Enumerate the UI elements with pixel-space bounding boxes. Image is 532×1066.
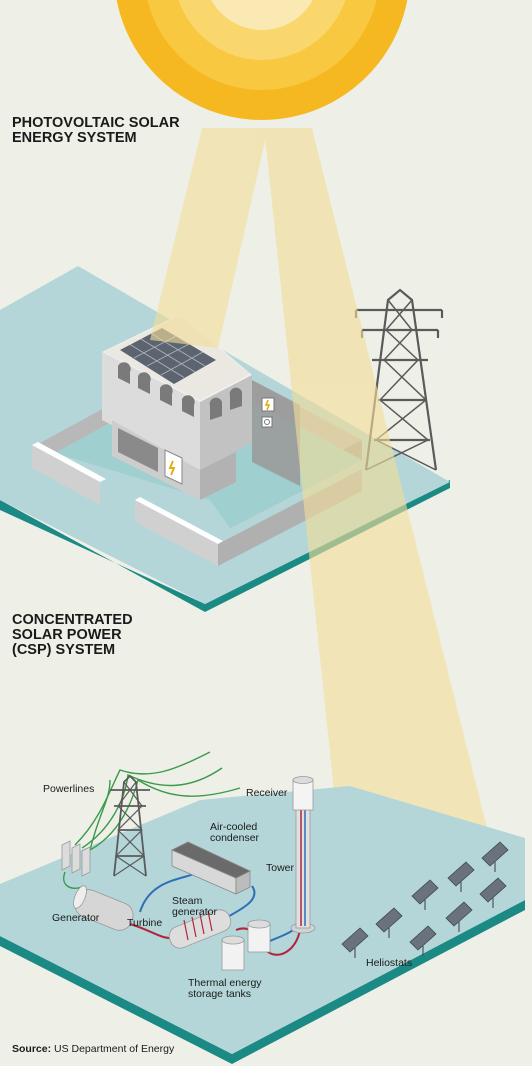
tower-label: Tower	[266, 862, 295, 874]
steam-generator-label-line-1: Steam	[172, 895, 203, 907]
thermal-storage-label-line-2: storage tanks	[188, 988, 252, 1000]
csp-title-line-1: CONCENTRATED	[12, 612, 133, 628]
turbine-label: Turbine	[127, 917, 163, 929]
electric-meter-icon	[168, 397, 275, 476]
source-text: US Department of Energy	[51, 1043, 175, 1055]
steam-generator-label-line-2: generator	[172, 906, 217, 918]
solar-tower	[290, 776, 316, 934]
transmission-tower-icon	[110, 774, 150, 877]
condenser	[171, 841, 251, 895]
condenser-label-line-2: condenser	[210, 832, 260, 844]
condenser-label: Air-cooled condenser	[210, 822, 259, 844]
heliostat-icon	[341, 841, 509, 958]
heliostats-label: Heliostats	[366, 957, 413, 969]
generator-turbine	[73, 885, 232, 949]
thermal-storage-label-line-1: Thermal energy	[188, 977, 262, 989]
sunbeams	[150, 128, 504, 942]
csp-title-line-3: (CSP) SYSTEM	[12, 642, 116, 658]
sun-icon	[116, 0, 408, 120]
thermal-storage-label: Thermal energy storage tanks	[188, 978, 262, 1000]
pv-title-line-1: PHOTOVOLTAIC SOLAR	[12, 115, 180, 131]
pv-system-title: PHOTOVOLTAIC SOLAR ENERGY SYSTEM	[12, 116, 180, 146]
condenser-label-line-1: Air-cooled	[210, 821, 258, 833]
pv-title-line-2: ENERGY SYSTEM	[12, 130, 137, 146]
storage-tanks	[221, 919, 271, 971]
substation	[61, 840, 91, 877]
generator-label: Generator	[52, 912, 100, 924]
steam-generator-label: Steam generator	[172, 896, 217, 918]
power-lines	[63, 751, 241, 889]
powerlines-label: Powerlines	[43, 783, 95, 795]
source-note: Source: US Department of Energy	[12, 1043, 174, 1055]
csp-title-line-2: SOLAR POWER	[12, 627, 122, 643]
csp-system-title: CONCENTRATED SOLAR POWER (CSP) SYSTEM	[12, 613, 133, 658]
receiver-label: Receiver	[246, 787, 288, 799]
source-prefix: Source:	[12, 1043, 52, 1055]
